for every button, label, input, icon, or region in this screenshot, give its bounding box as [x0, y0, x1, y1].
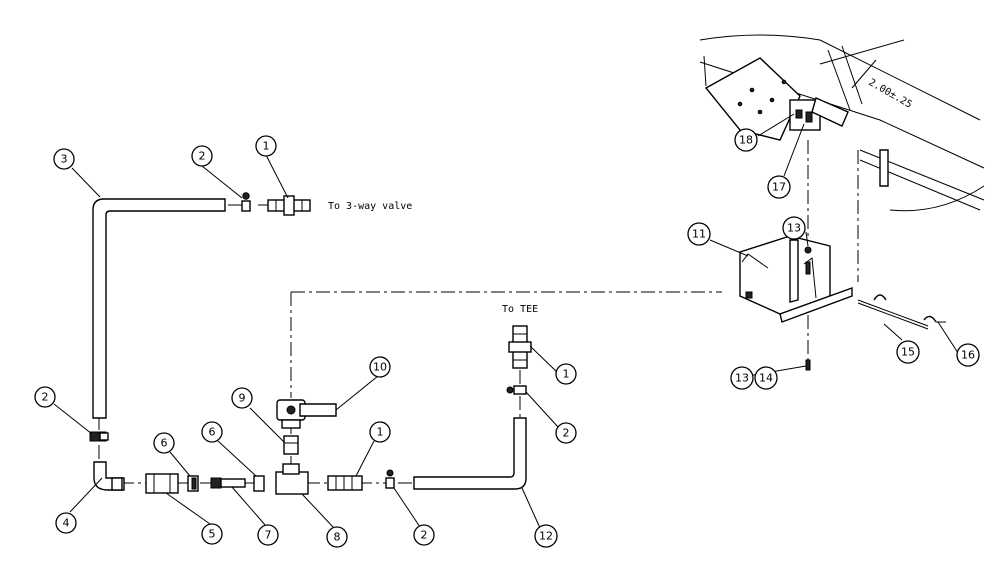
frame-assembly [699, 34, 985, 212]
dimension-label: 2.00±.25 [867, 77, 914, 111]
callout-9: 9 [231, 387, 253, 409]
svg-text:6: 6 [161, 437, 168, 450]
svg-text:1: 1 [377, 426, 384, 439]
tee-8 [275, 463, 309, 495]
svg-text:13: 13 [787, 222, 801, 235]
svg-text:11: 11 [692, 228, 706, 241]
callout-6-left: 6 [153, 432, 175, 454]
svg-text:3: 3 [61, 153, 68, 166]
coupling-5 [145, 473, 179, 494]
callout-1-bottom: 1 [369, 421, 391, 443]
callout-10: 10 [369, 356, 391, 378]
svg-text:2: 2 [563, 427, 570, 440]
callout-17: 17 [767, 175, 791, 199]
nipple-7 [210, 477, 246, 489]
to-tee-note: To TEE [502, 304, 538, 315]
callout-18: 18 [734, 128, 758, 152]
svg-text:12: 12 [539, 530, 553, 543]
hose-clamp-tube12 [506, 385, 527, 395]
svg-text:10: 10 [373, 361, 387, 374]
callout-1-tee: 1 [555, 363, 577, 385]
callout-7: 7 [257, 524, 279, 546]
callout-4: 4 [55, 512, 77, 534]
pin-rod-15 [857, 299, 929, 327]
hose-clamp-top [241, 192, 251, 212]
callout-3: 3 [53, 148, 75, 170]
svg-text:1: 1 [563, 368, 570, 381]
elbow-tube-12 [413, 417, 527, 490]
svg-text:18: 18 [739, 134, 753, 147]
callout-2-bottom: 2 [413, 524, 435, 546]
svg-text:1: 1 [263, 140, 270, 153]
svg-text:15: 15 [901, 346, 915, 359]
svg-text:13: 13 [735, 372, 749, 385]
callout-1-top: 1 [255, 135, 277, 157]
callout-14: 14 [754, 366, 778, 390]
elbow-tube-3 [92, 198, 226, 419]
bolt-13-bottom [805, 359, 811, 371]
callout-13-top: 13 [782, 216, 806, 240]
dimension-line [851, 59, 877, 89]
svg-text:2: 2 [42, 391, 49, 404]
callout-2-top: 2 [191, 145, 213, 167]
callout-11: 11 [687, 222, 711, 246]
elbow-barb [111, 477, 123, 491]
callout-12: 12 [534, 524, 558, 548]
callout-15: 15 [896, 340, 920, 364]
svg-text:14: 14 [759, 372, 773, 385]
hose-clamp-left [89, 431, 109, 442]
leader-lines [53, 113, 961, 529]
callout-6-right: 6 [201, 421, 223, 443]
barb-fitting-vertical [508, 325, 532, 369]
svg-text:9: 9 [239, 392, 246, 405]
barb-fitting-right [327, 475, 363, 491]
svg-text:8: 8 [334, 531, 341, 544]
svg-text:4: 4 [63, 517, 70, 530]
callout-13-bottom: 13 [730, 366, 754, 390]
nut-6b [253, 475, 265, 492]
cotter-16 [873, 294, 887, 301]
callout-16: 16 [956, 343, 980, 367]
svg-text:6: 6 [209, 426, 216, 439]
svg-text:16: 16 [961, 349, 975, 362]
hose-clamp-bottom [385, 469, 395, 489]
callout-2-left: 2 [34, 386, 56, 408]
svg-text:2: 2 [421, 529, 428, 542]
svg-text:17: 17 [772, 181, 786, 194]
svg-text:7: 7 [265, 529, 272, 542]
shutoff-valve-10 [276, 399, 337, 429]
barb-fitting-top [267, 195, 311, 216]
bolt-13-top [804, 246, 812, 254]
callout-5: 5 [201, 523, 223, 545]
mounting-bracket-11 [739, 235, 853, 323]
svg-text:2: 2 [199, 150, 206, 163]
adaptor-9 [283, 435, 299, 455]
svg-text:5: 5 [209, 528, 216, 541]
callout-8: 8 [326, 526, 348, 548]
to-three-way-valve-note: To 3-way valve [328, 201, 412, 212]
callout-2-tube: 2 [555, 422, 577, 444]
